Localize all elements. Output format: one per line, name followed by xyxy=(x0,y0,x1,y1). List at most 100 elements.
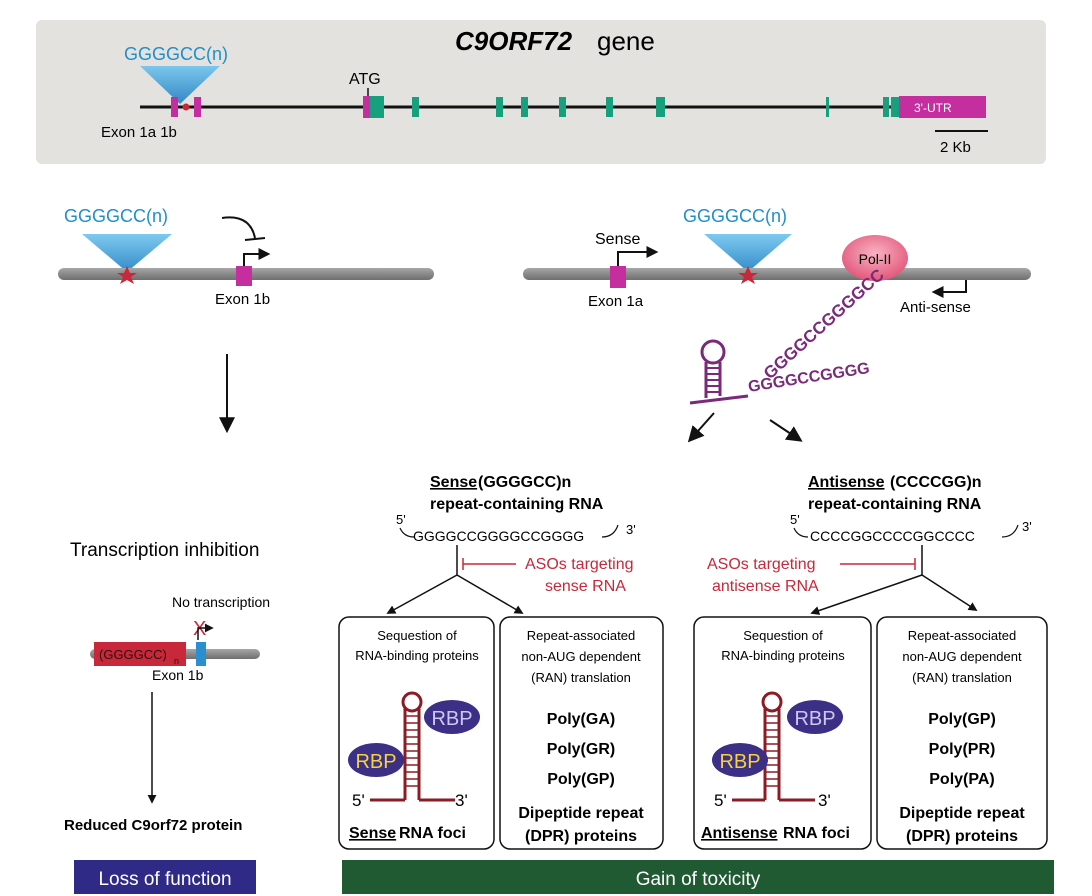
exon-2-coding xyxy=(370,96,384,118)
left-chromosome-group: GGGGCC(n) Exon 1b xyxy=(58,206,434,308)
gene-repeat-dot xyxy=(182,103,190,111)
gene-repeat-triangle xyxy=(140,66,220,104)
no-transcription-arrow xyxy=(197,623,214,640)
antisense-arrow-left xyxy=(810,574,923,615)
right-exon-label: Exon 1a xyxy=(588,293,644,310)
reduced-protein-label: Reduced C9orf72 protein xyxy=(64,817,242,834)
scale-label: 2 Kb xyxy=(940,139,971,156)
antisense-rbp-top-label: RBP xyxy=(794,708,835,730)
antisense-rbp-top xyxy=(787,700,843,734)
exon-5 xyxy=(521,97,528,117)
exon-1b xyxy=(194,97,201,117)
small-exon-label: Exon 1b xyxy=(152,667,204,683)
sense-tss-arrow xyxy=(617,246,659,266)
exon-8 xyxy=(656,97,665,117)
sense-arrow-left xyxy=(386,574,458,614)
repeat-box-sub: n xyxy=(174,656,179,666)
sense-poly-gp: Poly(GP) xyxy=(547,771,615,788)
left-repeat-star xyxy=(117,266,137,284)
antisense-five-prime: 5' xyxy=(790,512,800,527)
antisense-three-prime: 3' xyxy=(1022,519,1032,534)
antisense-poly-pa: Poly(PA) xyxy=(929,771,994,788)
repeat-expansion-box xyxy=(94,642,186,666)
antisense-aso-line2: antisense RNA xyxy=(712,578,819,595)
sense-sequence: GGGGCCGGGGCCGGGG xyxy=(413,528,584,544)
repeat-box-label: (GGGGCC) xyxy=(99,647,167,662)
antisense-poly-gp: Poly(GP) xyxy=(928,711,996,728)
sense-heading-line2: repeat-containing RNA xyxy=(430,496,604,513)
gene-panel-background xyxy=(36,20,1046,164)
antisense-rna-ends xyxy=(793,524,1019,538)
right-chromosome-group: GGGGCC(n) Sense Exon 1a Anti-sense Pol-I… xyxy=(523,206,1031,405)
exon-4 xyxy=(496,97,503,117)
left-repeat-label: GGGGCC(n) xyxy=(64,206,168,226)
small-exon-1b xyxy=(196,642,206,666)
antisense-dpr-line2: (DPR) proteins xyxy=(906,828,1018,845)
sense-box1-line1: Sequestion of xyxy=(377,628,457,643)
antisense-tss-arrow xyxy=(931,280,967,298)
gain-of-toxicity-label: Gain of toxicity xyxy=(636,869,761,890)
sense-rbp-left-label: RBP xyxy=(355,751,396,773)
sense-rna-ends xyxy=(399,524,619,538)
sense-three-prime: 3' xyxy=(626,522,636,537)
atg-label: ATG xyxy=(349,71,381,88)
right-repeat-label: GGGGCC(n) xyxy=(683,206,787,226)
sense-rna-hairpin xyxy=(370,691,455,802)
exon-7 xyxy=(606,97,613,117)
sense-heading-rest: (GGGGCC)n xyxy=(478,474,571,491)
antisense-sequence: CCCCGGCCCCGGCCCC xyxy=(810,528,975,544)
antisense-box2-line2: non-AUG dependent xyxy=(902,649,1022,664)
cross-mark: X xyxy=(193,618,206,640)
sense-foci-underlined: Sense xyxy=(349,825,396,842)
sense-box2-line1: Repeat-associated xyxy=(527,628,635,643)
exon-10 xyxy=(883,97,889,117)
gain-of-toxicity-banner xyxy=(342,860,1054,894)
sense-foci-five: 5' xyxy=(352,791,365,810)
three-utr-box xyxy=(899,96,986,118)
sense-rbp-top-label: RBP xyxy=(431,708,472,730)
antisense-foci-box xyxy=(693,616,872,850)
antisense-box1-line1: Sequestion of xyxy=(743,628,823,643)
sense-branch: Sense (GGGGCC)n repeat-containing RNA 5'… xyxy=(338,474,664,850)
transcription-inhibition-title: Transcription inhibition xyxy=(70,540,259,561)
gene-structure-panel: C9ORF72 gene GGGGCC(n) ATG 3'-UTR Exon 1… xyxy=(36,20,1046,164)
antisense-aso-line1: ASOs targeting xyxy=(707,556,816,573)
sense-box1-line2: RNA-binding proteins xyxy=(355,648,479,663)
gene-title-italic: C9ORF72 xyxy=(455,26,573,56)
right-repeat-triangle xyxy=(704,234,792,272)
antisense-rbp-left-label: RBP xyxy=(719,751,760,773)
right-chromosome xyxy=(523,268,1031,280)
right-repeat-star xyxy=(738,266,758,284)
sense-dpr-line2: (DPR) proteins xyxy=(525,828,637,845)
sense-foci-three: 3' xyxy=(455,791,468,810)
antisense-branch: Antisense (CCCCGG)n repeat-containing RN… xyxy=(693,474,1048,850)
left-exon-label: Exon 1b xyxy=(215,291,270,308)
antisense-dpr-line1: Dipeptide repeat xyxy=(899,805,1025,822)
arrow-to-sense xyxy=(687,412,715,443)
antisense-label: Anti-sense xyxy=(900,299,971,316)
sense-rbp-left xyxy=(348,743,404,777)
sense-heading-underlined: Sense xyxy=(430,474,477,491)
sense-five-prime: 5' xyxy=(396,512,406,527)
antisense-poly-pr: Poly(PR) xyxy=(929,741,996,758)
right-exon-1a xyxy=(610,266,626,288)
sense-box2-line2: non-AUG dependent xyxy=(521,649,641,664)
antisense-box2-line1: Repeat-associated xyxy=(908,628,1016,643)
sense-label: Sense xyxy=(595,231,640,248)
gene-repeat-label: GGGGCC(n) xyxy=(124,44,228,64)
antisense-box2-line3: (RAN) translation xyxy=(912,670,1012,685)
antisense-heading-rest: (CCCCGG)n xyxy=(890,474,982,491)
pol-ii-enzyme xyxy=(842,235,908,281)
left-tss-arrow xyxy=(243,248,271,266)
rna-hairpin-structure xyxy=(689,339,749,405)
antisense-ran-box xyxy=(876,616,1048,850)
exon-9 xyxy=(826,97,829,117)
exon-3 xyxy=(412,97,419,117)
sense-box2-line3: (RAN) translation xyxy=(531,670,631,685)
left-inhibition-symbol xyxy=(221,216,266,241)
gene-exon-label: Exon 1a 1b xyxy=(101,124,177,141)
exon-1a xyxy=(171,97,178,117)
antisense-arrow-right xyxy=(921,574,978,611)
sense-aso-line2: sense RNA xyxy=(545,578,626,595)
